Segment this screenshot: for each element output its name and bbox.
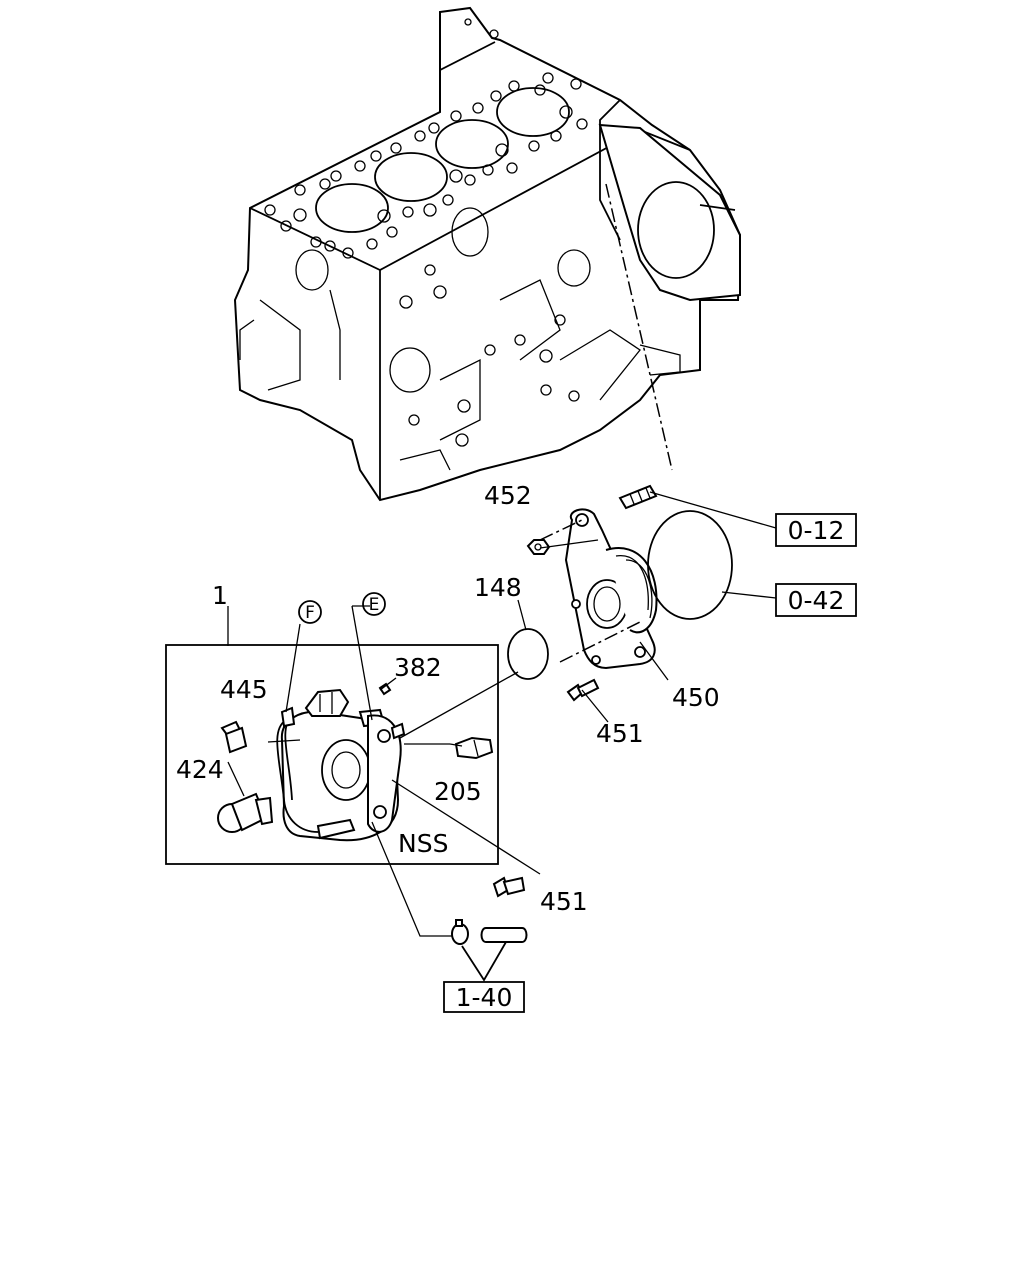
svg-text:0-42: 0-42 xyxy=(788,586,845,615)
pump-assembly-box xyxy=(165,644,499,865)
reference-box-0-42: 0-42 xyxy=(775,583,857,617)
flange-plate-450 xyxy=(564,508,658,670)
circle-marker-f: F xyxy=(298,600,322,624)
callout-450: 450 xyxy=(672,683,720,712)
callout-445: 445 xyxy=(220,675,268,704)
callout-424: 424 xyxy=(176,755,224,784)
callout-nss: NSS xyxy=(398,829,448,858)
svg-text:0-12: 0-12 xyxy=(788,516,845,545)
svg-text:1-40: 1-40 xyxy=(456,983,513,1012)
callout-382: 382 xyxy=(394,653,442,682)
valve-424 xyxy=(217,792,274,833)
callout-1: 1 xyxy=(212,581,228,610)
leader-lines-pump xyxy=(267,605,541,875)
engine-block xyxy=(233,6,742,502)
o-ring-large xyxy=(647,510,733,620)
bolt-451-lower xyxy=(492,876,526,898)
alignment-line xyxy=(605,183,673,471)
o-ring-148 xyxy=(507,628,549,680)
dash-flange-holes xyxy=(539,519,641,663)
hose-parts-1-40 xyxy=(371,821,528,982)
fuel-pump xyxy=(276,688,406,842)
reference-box-1-40: 1-40 xyxy=(443,981,525,1013)
reference-box-0-12: 0-12 xyxy=(775,513,857,547)
svg-text:F: F xyxy=(305,603,315,623)
callout-205: 205 xyxy=(434,777,482,806)
callout-451-lower: 451 xyxy=(540,887,588,916)
circle-marker-e: E xyxy=(362,592,386,616)
callout-451-upper: 451 xyxy=(596,719,644,748)
leader-lines xyxy=(227,491,777,797)
bolt-445 xyxy=(220,720,248,754)
sensor-205 xyxy=(454,736,494,760)
plug-382 xyxy=(378,682,392,696)
callout-148: 148 xyxy=(474,573,522,602)
bolt-451-upper xyxy=(566,678,600,702)
svg-text:E: E xyxy=(369,595,380,615)
stud xyxy=(618,484,658,510)
callout-452: 452 xyxy=(484,481,532,510)
